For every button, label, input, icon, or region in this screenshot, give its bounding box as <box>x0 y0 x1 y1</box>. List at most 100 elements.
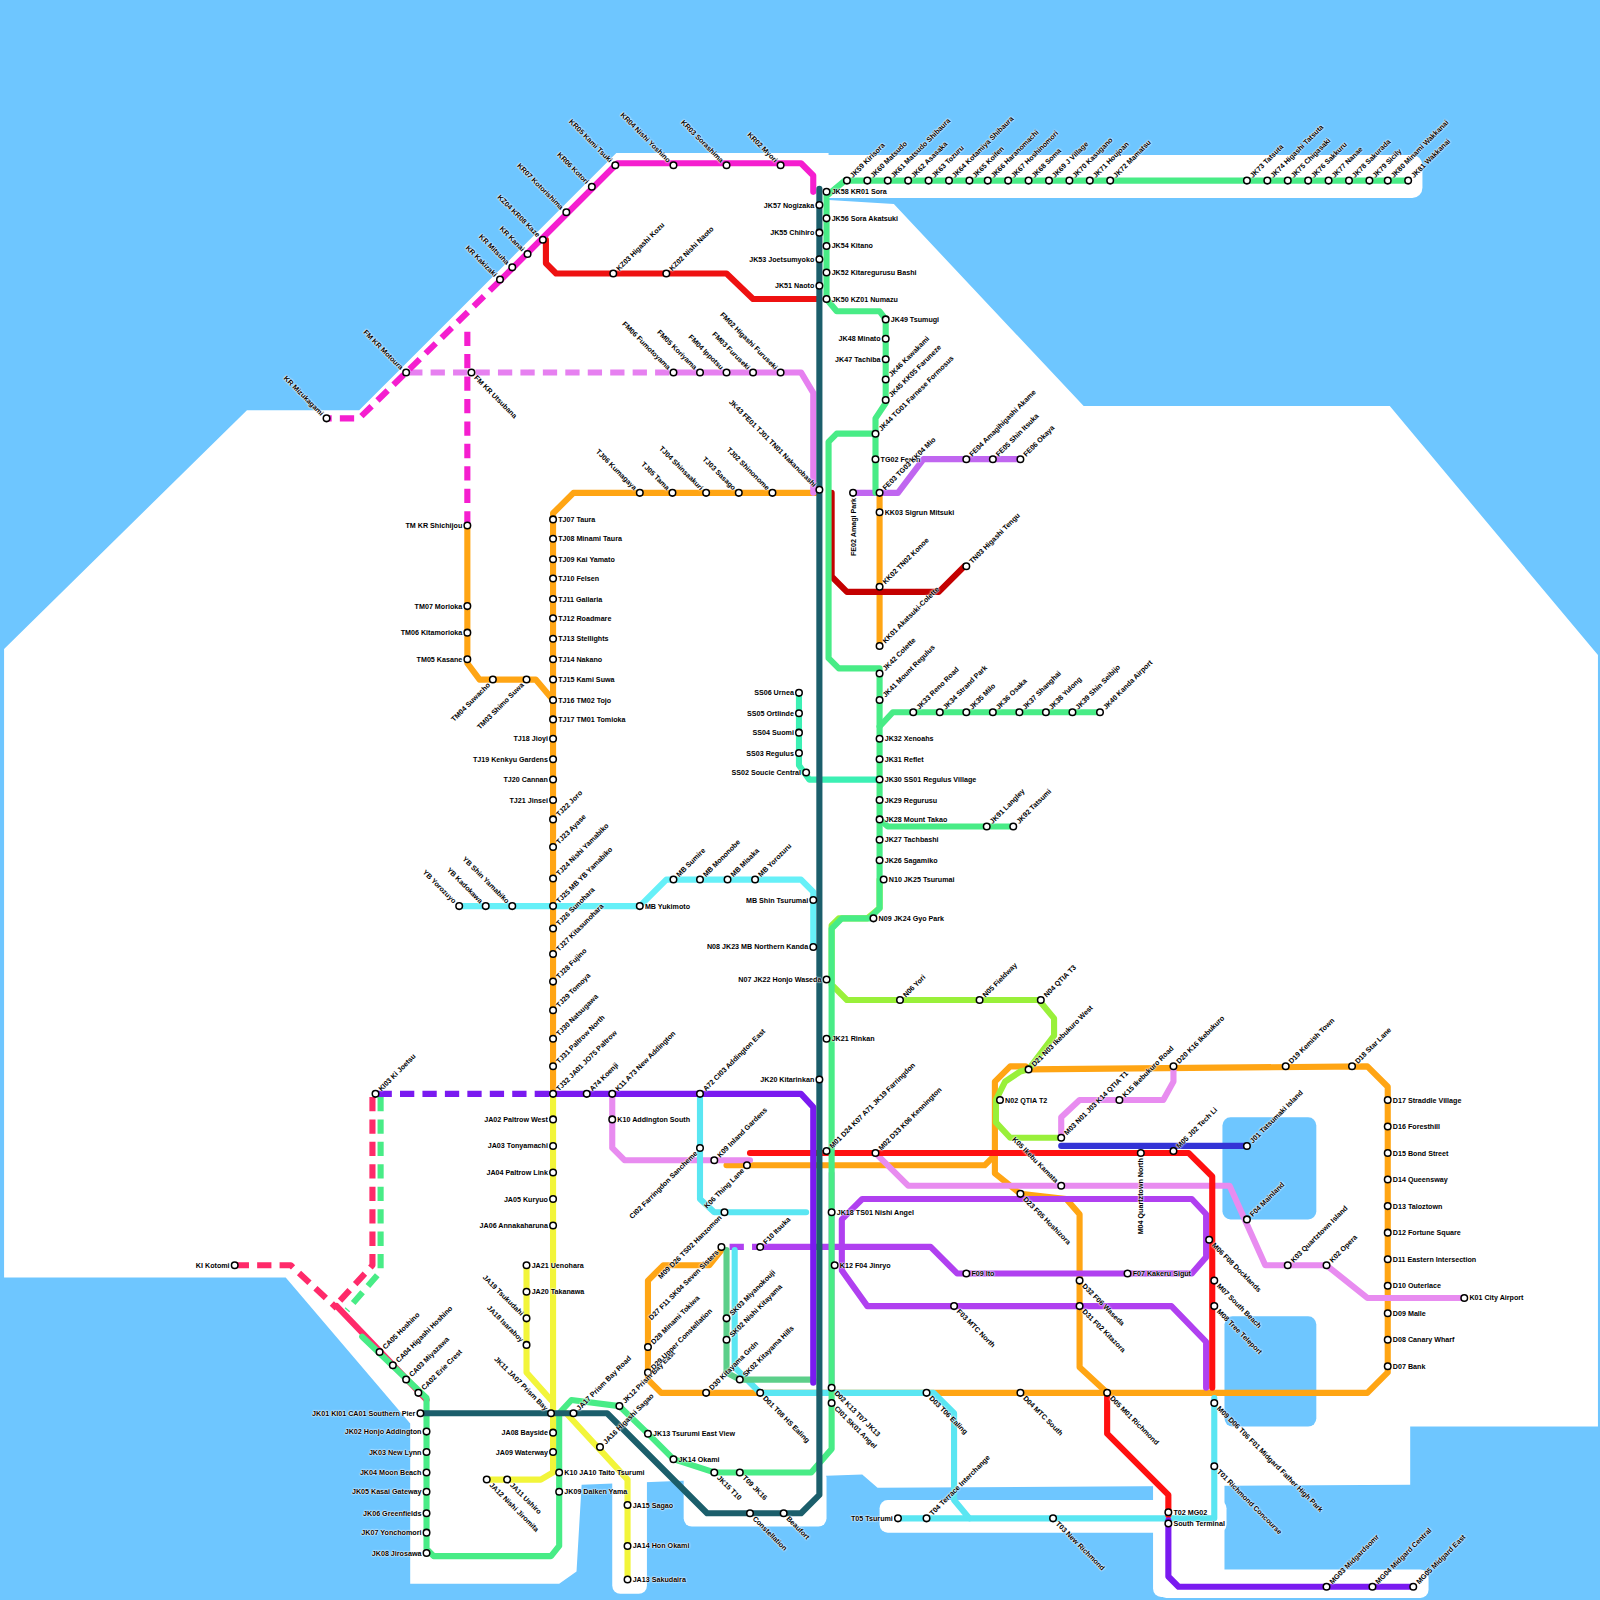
station-dot <box>612 162 619 169</box>
station-label: K09 Inland Gardens <box>715 1107 767 1159</box>
station-label: K15 Ikebukuro Road <box>1120 1045 1174 1099</box>
station-dot <box>550 1063 557 1070</box>
station-dot <box>523 1342 530 1349</box>
station-dot <box>1366 177 1373 184</box>
station-label: FE02 Amagi Park <box>849 498 856 556</box>
station-dot <box>796 710 803 717</box>
station-dot <box>816 1076 823 1083</box>
station-label: JK11 JA07 Prism Bay <box>493 1356 549 1412</box>
station-label: JK33 Reno Road <box>914 666 959 711</box>
station-dot <box>550 656 557 663</box>
station-dot <box>1264 177 1271 184</box>
station-dot <box>1025 177 1032 184</box>
station-dot <box>1384 1176 1391 1183</box>
transit-line <box>527 1265 551 1400</box>
station-dot <box>1107 177 1114 184</box>
station-dot <box>1384 1097 1391 1104</box>
station-dot <box>697 876 704 883</box>
station-dot <box>464 629 471 636</box>
station-dot <box>724 876 731 883</box>
station-dot <box>540 237 547 244</box>
station-dot <box>645 1344 652 1351</box>
station-dot <box>1066 177 1073 184</box>
station-dot <box>403 1376 410 1383</box>
station-label: JA17 Prism Bay Road <box>575 1355 632 1412</box>
station-label: N06 Yori <box>901 974 926 999</box>
station-label: D08 Canary Wharf <box>1393 1336 1455 1343</box>
station-dot <box>1282 1063 1289 1070</box>
station-dot <box>910 709 917 716</box>
station-dot <box>1284 177 1291 184</box>
station-dot <box>876 797 883 804</box>
station-label: T01 Richmond Concourse <box>1215 1467 1283 1535</box>
station-dot <box>1005 177 1012 184</box>
station-dot <box>423 1529 430 1536</box>
transit-line <box>500 163 813 280</box>
station-dot <box>663 270 670 277</box>
station-dot <box>876 697 883 704</box>
station-dot <box>884 177 891 184</box>
station-label: F04 Mainland <box>1248 1181 1285 1218</box>
transit-line <box>1107 1393 1168 1515</box>
station-dot <box>637 490 644 497</box>
station-label: JK18 TS01 Nishi Angel <box>837 1209 914 1216</box>
station-dot <box>823 1148 830 1155</box>
station-label: TJ03 Sasago <box>702 456 738 492</box>
station-label: MB Yorozuru <box>756 842 792 878</box>
station-dot <box>1211 1400 1218 1407</box>
station-dot <box>1165 1520 1172 1527</box>
station-label: M09 D06 T06 F01 Midgard Father High Park <box>1215 1404 1324 1513</box>
station-label: JA02 Paltrow West <box>484 1116 548 1123</box>
station-label: T05 Tsurumi <box>851 1515 893 1522</box>
station-label: JK32 Xenoahs <box>885 735 934 742</box>
station-label: JK47 Tachiba <box>835 356 881 363</box>
station-dot <box>823 243 830 250</box>
station-label: K01 City Airport <box>1469 1294 1523 1301</box>
transit-line <box>467 526 553 700</box>
station-label: KR04 Nishi Yoshino <box>620 112 673 165</box>
station-dot <box>703 490 710 497</box>
station-label: D05 M01 Richmond <box>1108 1394 1160 1446</box>
station-label: JA14 Hon Okami <box>633 1542 690 1549</box>
station-dot <box>556 1489 563 1496</box>
station-label: JK02 Honjo Addington <box>345 1428 422 1435</box>
transit-line <box>832 493 965 592</box>
transit-line <box>566 1413 627 1579</box>
station-dot <box>624 1502 631 1509</box>
transit-line <box>327 281 500 419</box>
station-dot <box>550 844 557 851</box>
station-dot <box>897 997 904 1004</box>
station-label: JK15 T10 <box>715 1474 742 1501</box>
station-label: Constellation <box>751 1514 788 1551</box>
station-dot <box>872 1150 879 1157</box>
station-dot <box>497 276 504 283</box>
station-dot <box>550 697 557 704</box>
station-dot <box>504 1476 511 1483</box>
station-dot <box>464 603 471 610</box>
station-label: TJ19 Kenkyu Gardens <box>473 756 548 763</box>
station-label: MG03 Midgardsomr <box>1328 1533 1380 1585</box>
station-label: D12 Fortune Square <box>1393 1229 1461 1236</box>
station-label: N10 JK25 Tsurumai <box>889 876 955 883</box>
station-dot <box>777 162 784 169</box>
station-dot <box>550 1429 557 1436</box>
station-dot <box>669 490 676 497</box>
station-dot <box>882 356 889 363</box>
station-dot <box>550 676 557 683</box>
station-dot <box>823 296 830 303</box>
transit-line <box>546 240 819 299</box>
station-dot <box>550 756 557 763</box>
station-dot <box>550 1222 557 1229</box>
station-dot <box>550 903 557 910</box>
station-dot <box>523 1315 530 1322</box>
station-label: JA03 Tonyamachi <box>488 1142 548 1149</box>
station-label: KZ03 Higashi Kozu <box>614 222 665 273</box>
station-dot <box>816 256 823 263</box>
station-dot <box>1405 177 1412 184</box>
station-label: M09 D26 TS02 Hanzomon <box>657 1213 723 1279</box>
station-dot <box>876 736 883 743</box>
station-label: JK08 Jirosawa <box>372 1549 422 1556</box>
